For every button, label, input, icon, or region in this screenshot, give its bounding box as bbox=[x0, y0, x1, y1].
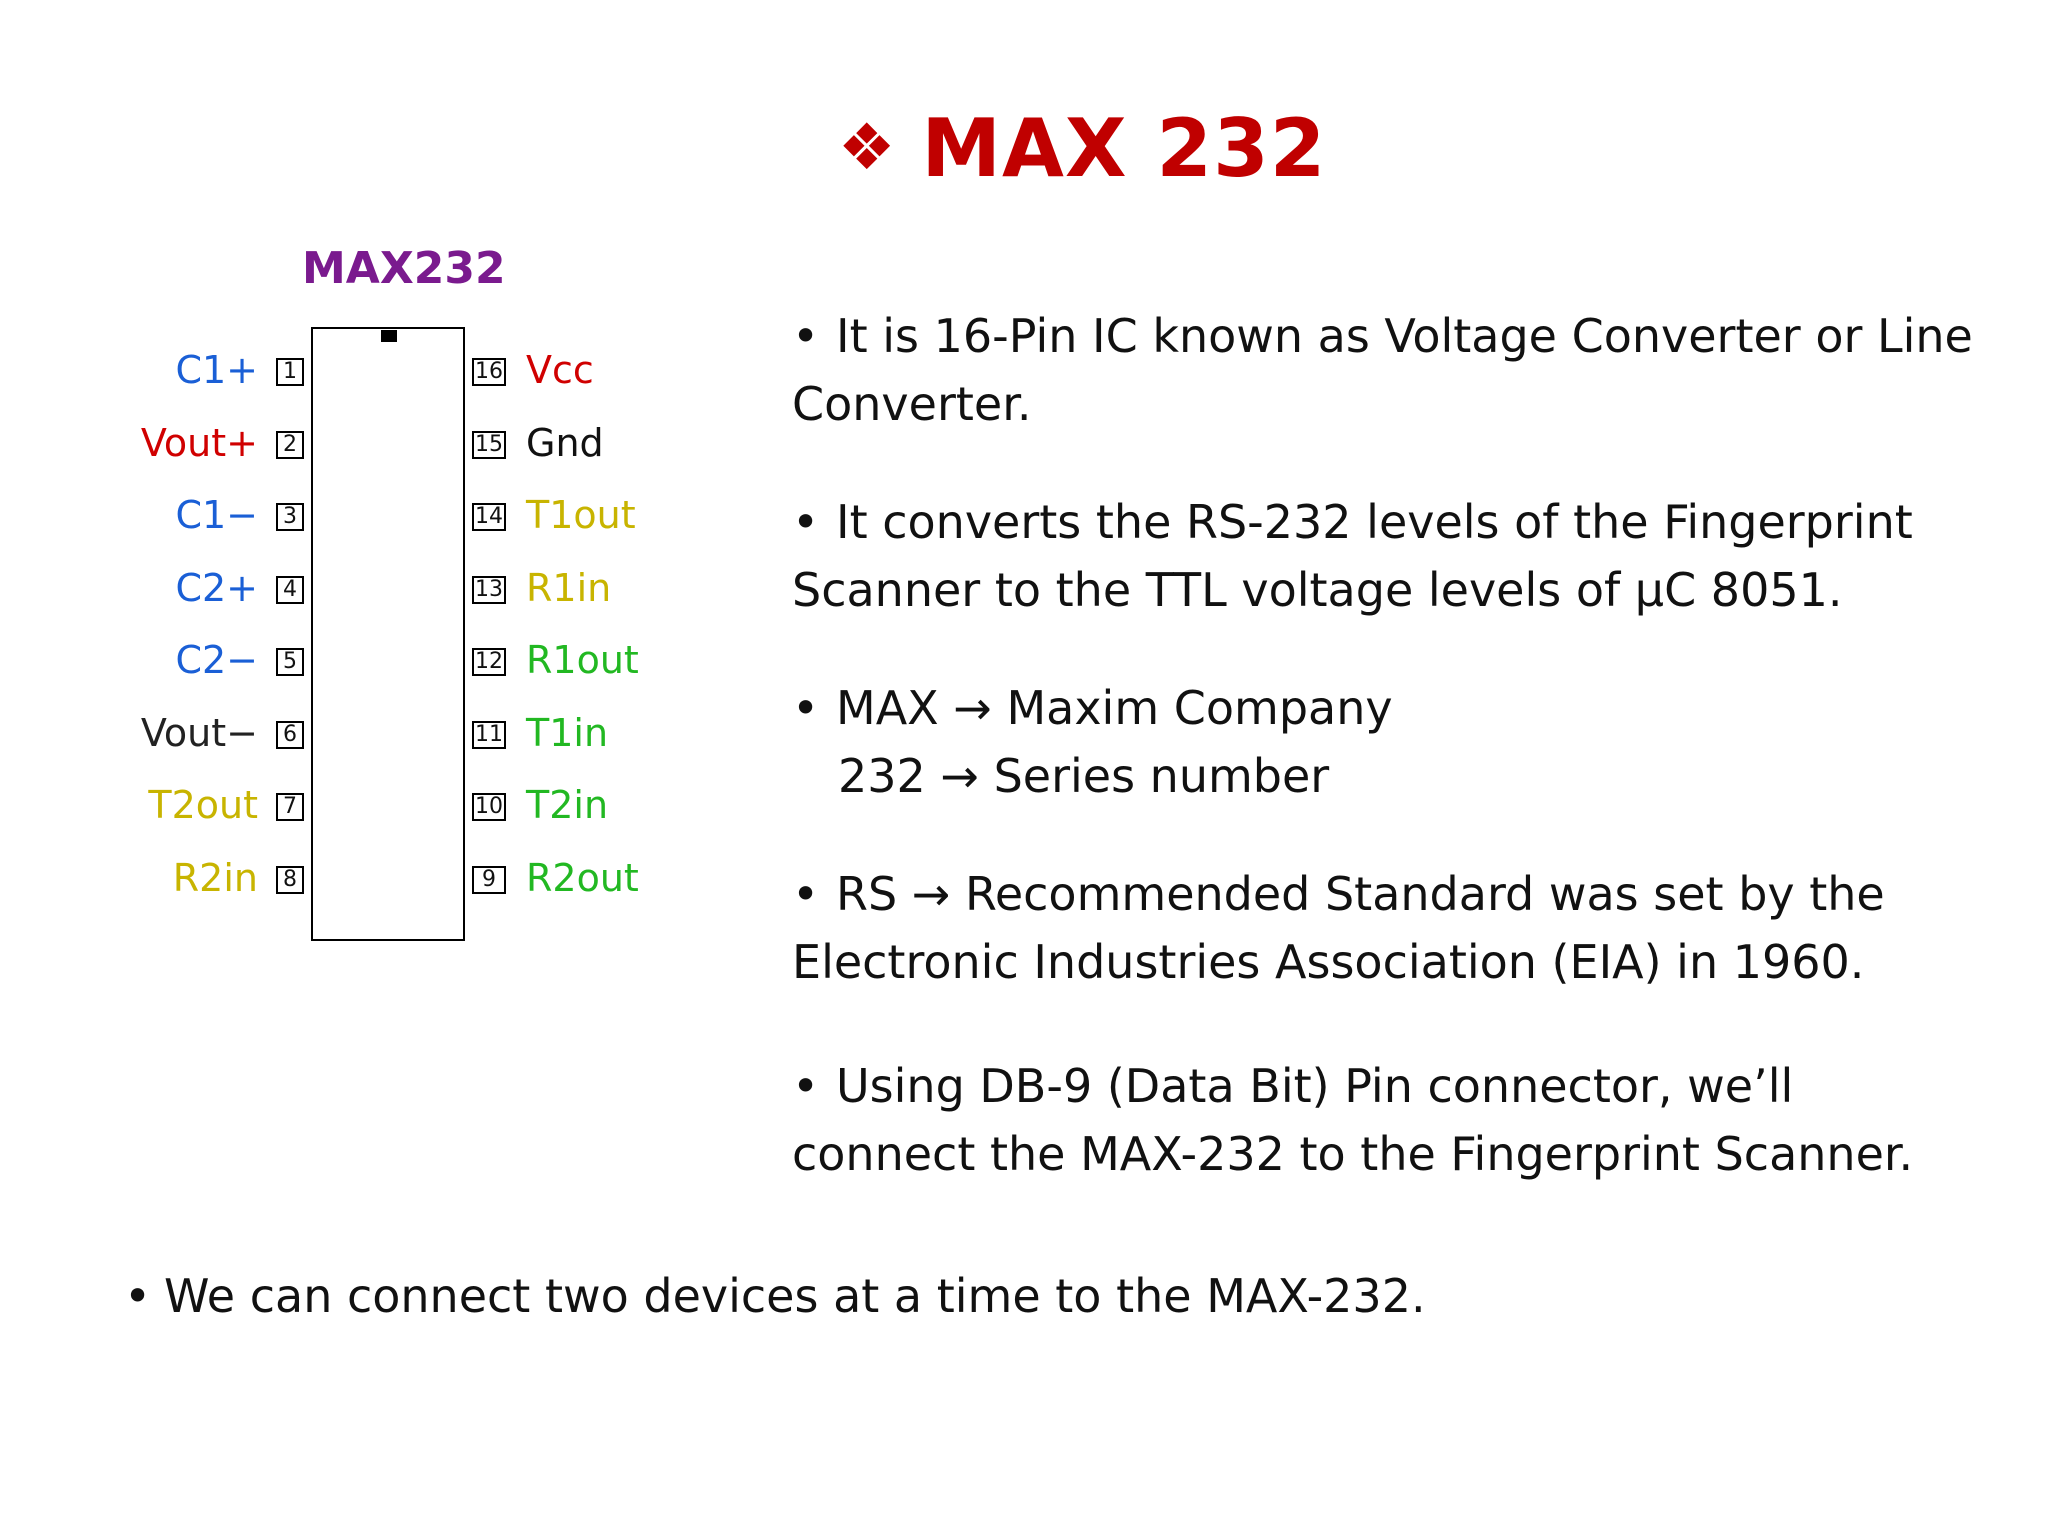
chip-notch bbox=[381, 330, 397, 342]
pin-number-box: 8 bbox=[276, 865, 304, 894]
pin-label: C1+ bbox=[175, 348, 258, 392]
pin-number-box: 5 bbox=[276, 648, 304, 676]
bullet-text: RS → Recommended Standard was set by the bbox=[836, 867, 1885, 921]
pin-label: R1in bbox=[526, 565, 612, 610]
bottom-bullet: •We can connect two devices at a time to… bbox=[124, 1262, 1426, 1330]
bullet-glyph: • bbox=[792, 681, 820, 735]
bullet-text: It is 16-Pin IC known as Voltage Convert… bbox=[836, 309, 1973, 363]
bullet-glyph: • bbox=[124, 1269, 152, 1323]
chip-name: MAX232 bbox=[302, 243, 506, 294]
bullet-item: • RS → Recommended Standard was set by th… bbox=[792, 860, 2002, 996]
pin-number-box: 7 bbox=[276, 793, 304, 821]
bullet-text: It converts the RS-232 levels of the Fin… bbox=[836, 495, 1913, 549]
pin-number-box: 15 bbox=[472, 430, 506, 459]
bullet-glyph: • bbox=[792, 867, 820, 921]
pin-label: R2in bbox=[172, 855, 258, 900]
bullet-text: Converter. bbox=[792, 377, 1032, 431]
bullet-text: Electronic Industries Association (EIA) … bbox=[792, 935, 1865, 989]
pin-label: R1out bbox=[526, 638, 639, 682]
diamond-bullet-icon: ❖ bbox=[838, 111, 896, 185]
pin-number-box: 10 bbox=[472, 793, 506, 821]
pin-number-box: 4 bbox=[276, 575, 304, 604]
pin-label: Gnd bbox=[526, 420, 604, 465]
bullet-text: Scanner to the TTL voltage levels of µC … bbox=[792, 563, 1843, 617]
bullet-text: Using DB-9 (Data Bit) Pin connector, we’… bbox=[836, 1059, 1794, 1113]
pin-label: Vcc bbox=[526, 348, 594, 392]
pin-label: R2out bbox=[526, 855, 639, 900]
pin-number-box: 6 bbox=[276, 720, 304, 749]
bullet-text: MAX → Maxim Company bbox=[836, 681, 1393, 735]
pin-label: T1out bbox=[526, 493, 636, 537]
bullet-item: • It converts the RS-232 levels of the Fi… bbox=[792, 488, 2002, 624]
bullet-item: • It is 16-Pin IC known as Voltage Conver… bbox=[792, 302, 2002, 438]
pin-label: T1in bbox=[526, 710, 609, 755]
bullet-item: • Using DB-9 (Data Bit) Pin connector, we… bbox=[792, 1052, 2002, 1188]
pin-label: T2in bbox=[526, 783, 609, 827]
bullet-glyph: • bbox=[792, 309, 820, 363]
pin-number-box: 16 bbox=[472, 358, 506, 386]
pin-number-box: 3 bbox=[276, 503, 304, 531]
slide-title: ❖ MAX 232 bbox=[838, 98, 1326, 198]
pin-number-box: 1 bbox=[276, 358, 304, 386]
pin-label: C2+ bbox=[175, 565, 258, 610]
slide-title-text: MAX 232 bbox=[921, 101, 1327, 195]
pin-number-box: 14 bbox=[472, 503, 506, 531]
pin-number-box: 2 bbox=[276, 430, 304, 459]
bottom-bullet-text: We can connect two devices at a time to … bbox=[164, 1269, 1426, 1323]
pin-label: C1− bbox=[175, 493, 258, 537]
pin-number-box: 13 bbox=[472, 575, 506, 604]
pin-label: T2out bbox=[148, 783, 258, 827]
chip-body bbox=[311, 327, 465, 941]
bullet-text: connect the MAX-232 to the Fingerprint S… bbox=[792, 1127, 1914, 1181]
bullet-glyph: • bbox=[792, 1059, 820, 1113]
pin-number-box: 12 bbox=[472, 648, 506, 676]
pin-number-box: 11 bbox=[472, 720, 506, 749]
pin-label: Vout+ bbox=[140, 420, 258, 465]
pin-number-box: 9 bbox=[472, 865, 506, 894]
bullet-text: 232 → Series number bbox=[838, 749, 1330, 803]
bullet-item: • MAX → Maxim Company 232 → Series number bbox=[792, 674, 2002, 810]
bullet-glyph: • bbox=[792, 495, 820, 549]
pin-label: Vout− bbox=[140, 710, 258, 755]
pin-label: C2− bbox=[175, 638, 258, 682]
